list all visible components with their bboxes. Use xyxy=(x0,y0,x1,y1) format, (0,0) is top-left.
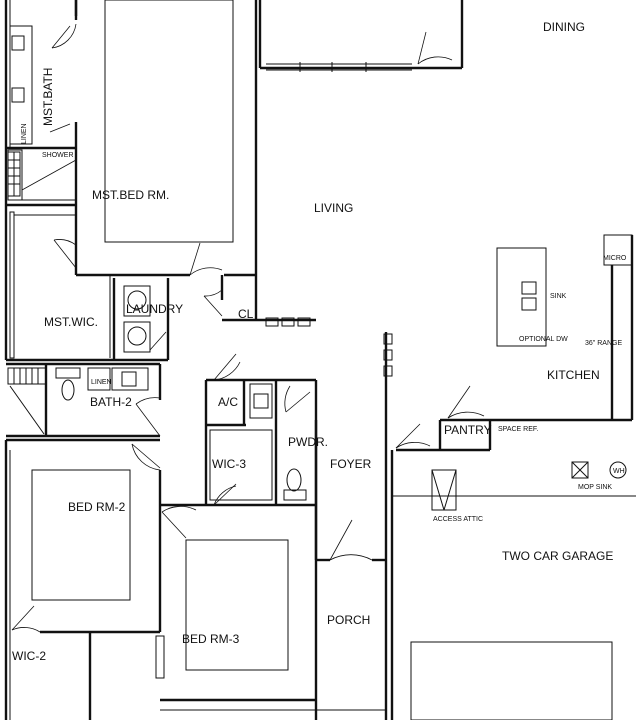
label-water-heater: WH xyxy=(613,468,625,475)
label-shower: SHOWER xyxy=(42,152,74,159)
label-mst-wic: MST.WIC. xyxy=(44,315,98,329)
label-foyer: FOYER xyxy=(330,457,372,471)
porch-walls xyxy=(160,700,386,720)
label-kitchen: KITCHEN xyxy=(547,368,600,382)
label-mst-bed: MST.BED RM. xyxy=(92,188,169,202)
label-range: 36" RANGE xyxy=(585,340,622,347)
central-walls xyxy=(204,353,318,507)
master-bedroom-walls xyxy=(53,0,258,320)
foyer-walls xyxy=(314,332,393,720)
label-ac: A/C xyxy=(218,395,238,409)
garage-walls xyxy=(390,450,636,720)
label-linen-top: LINEN xyxy=(21,123,28,144)
master-bath-walls xyxy=(4,0,78,360)
label-pwdr: PWDR. xyxy=(288,435,328,449)
label-pantry: PANTRY xyxy=(444,423,492,437)
label-space-ref: SPACE REF. xyxy=(498,426,538,433)
label-sink: SINK xyxy=(550,293,567,300)
shower-floor xyxy=(7,151,21,197)
master-wic-walls xyxy=(6,211,114,362)
label-bed2: BED RM-2 xyxy=(68,500,126,514)
label-dining: DINING xyxy=(543,20,585,34)
label-garage: TWO CAR GARAGE xyxy=(502,549,613,563)
label-linen-bath2: LINEN xyxy=(91,379,112,386)
bedroom-2-walls xyxy=(4,438,162,720)
label-wic2: WIC-2 xyxy=(12,649,46,663)
label-bed3: BED RM-3 xyxy=(182,632,240,646)
wic-2-walls xyxy=(11,605,160,720)
label-mst-bath: MST.BATH xyxy=(41,68,55,126)
label-laundry: LAUNDRY xyxy=(126,302,183,316)
bath-2-walls xyxy=(6,362,162,438)
label-mop-sink: MOP SINK xyxy=(578,484,612,491)
label-living: LIVING xyxy=(314,201,353,215)
kitchen-walls xyxy=(395,234,634,452)
label-optional-dw: OPTIONAL DW xyxy=(519,336,568,343)
label-micro: MICRO xyxy=(603,255,627,262)
label-access-attic: ACCESS ATTIC xyxy=(433,516,483,523)
bedroom-3-walls xyxy=(155,503,318,702)
label-wic3: WIC-3 xyxy=(212,457,246,471)
label-bath2: BATH-2 xyxy=(90,395,132,409)
label-porch: PORCH xyxy=(327,613,370,627)
dining-walls xyxy=(258,0,464,72)
label-cl: CL xyxy=(238,307,254,321)
laundry-walls xyxy=(112,275,316,362)
